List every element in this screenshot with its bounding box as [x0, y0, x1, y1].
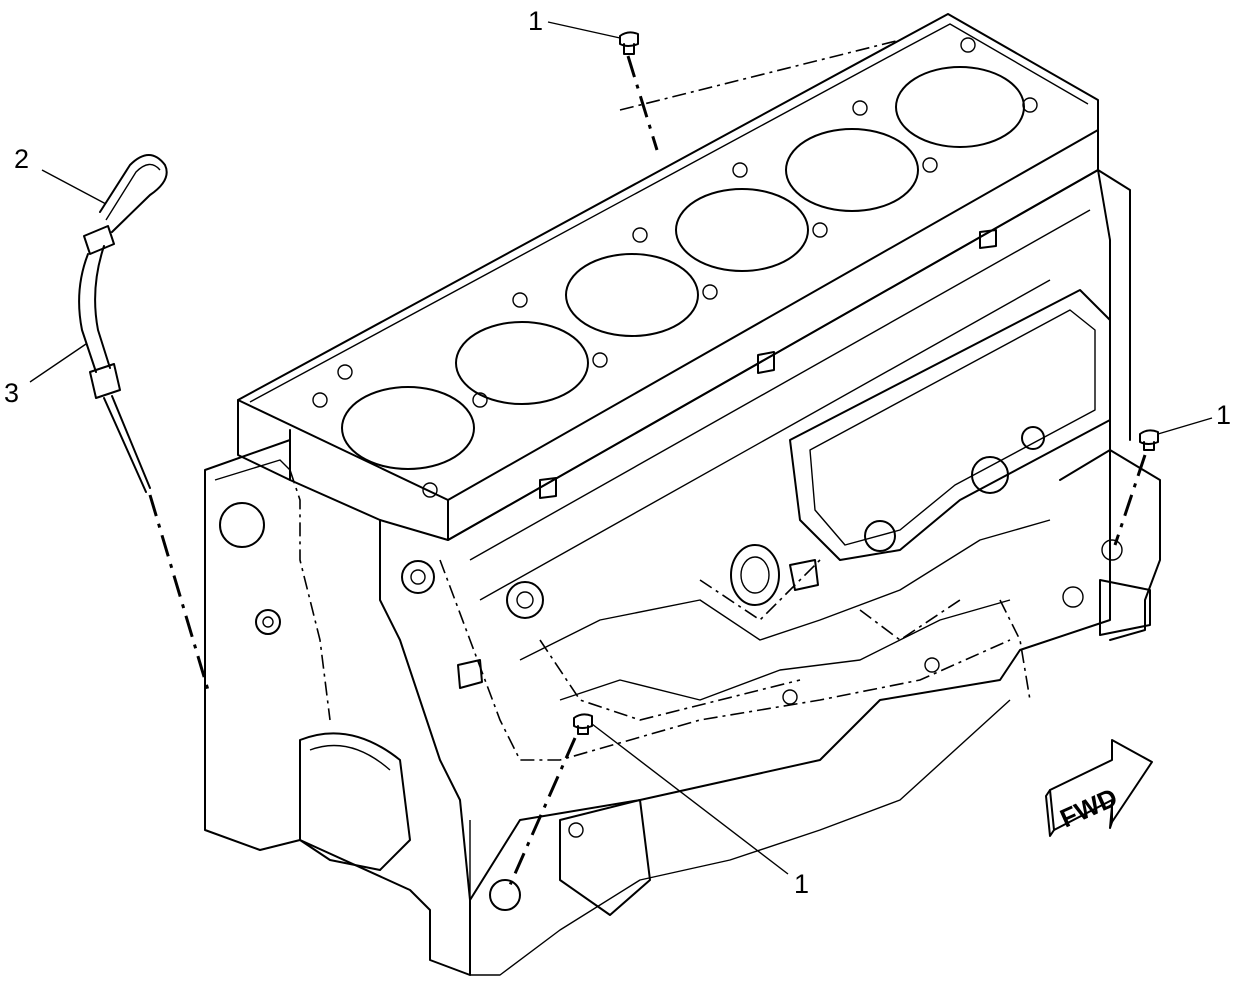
callout-dipstick-tube: 3 [4, 343, 87, 408]
dipstick [78, 154, 168, 493]
dipstick-path [148, 494, 210, 691]
callout-plug-bottom: 1 [591, 723, 809, 899]
callout-plug-top: 1 [528, 6, 621, 39]
plug-right-path [1113, 454, 1147, 546]
callout-label: 3 [4, 378, 19, 408]
fwd-arrow-icon: FWD [1045, 739, 1153, 837]
engine-block [204, 13, 1161, 976]
callout-dipstick: 2 [14, 144, 107, 205]
callout-label: 2 [14, 144, 29, 174]
hidden-lines [289, 39, 1099, 761]
callout-label: 1 [794, 869, 809, 899]
plug-top-path [626, 55, 659, 151]
plug-right [1139, 429, 1159, 451]
callout-label: 1 [1216, 400, 1231, 430]
plug-top [619, 31, 639, 55]
deck-holes [312, 37, 1038, 498]
block-bosses [219, 229, 1123, 911]
callout-plug-right: 1 [1157, 400, 1231, 435]
callout-label: 1 [528, 6, 543, 36]
plug-bottom-path [508, 737, 577, 886]
cylinder-bores [341, 66, 1025, 470]
plug-bottom [573, 713, 593, 735]
